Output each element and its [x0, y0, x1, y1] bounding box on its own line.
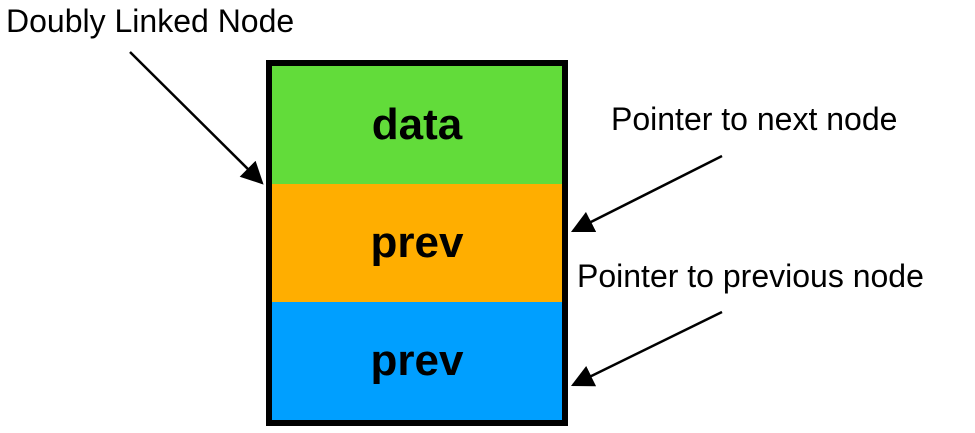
previous-pointer-arrow: [570, 310, 723, 387]
next-pointer-label: Pointer to next node: [611, 101, 898, 137]
node-field-prev: prev: [272, 302, 562, 420]
next-pointer-arrow: [570, 154, 723, 233]
title-arrow: [129, 51, 264, 185]
node-field-data: data: [272, 66, 562, 184]
node-field-next: prev: [272, 184, 562, 302]
previous-pointer-label: Pointer to previous node: [577, 258, 924, 294]
title-label: Doubly Linked Node: [6, 3, 295, 39]
node-box: data prev prev: [266, 60, 568, 426]
